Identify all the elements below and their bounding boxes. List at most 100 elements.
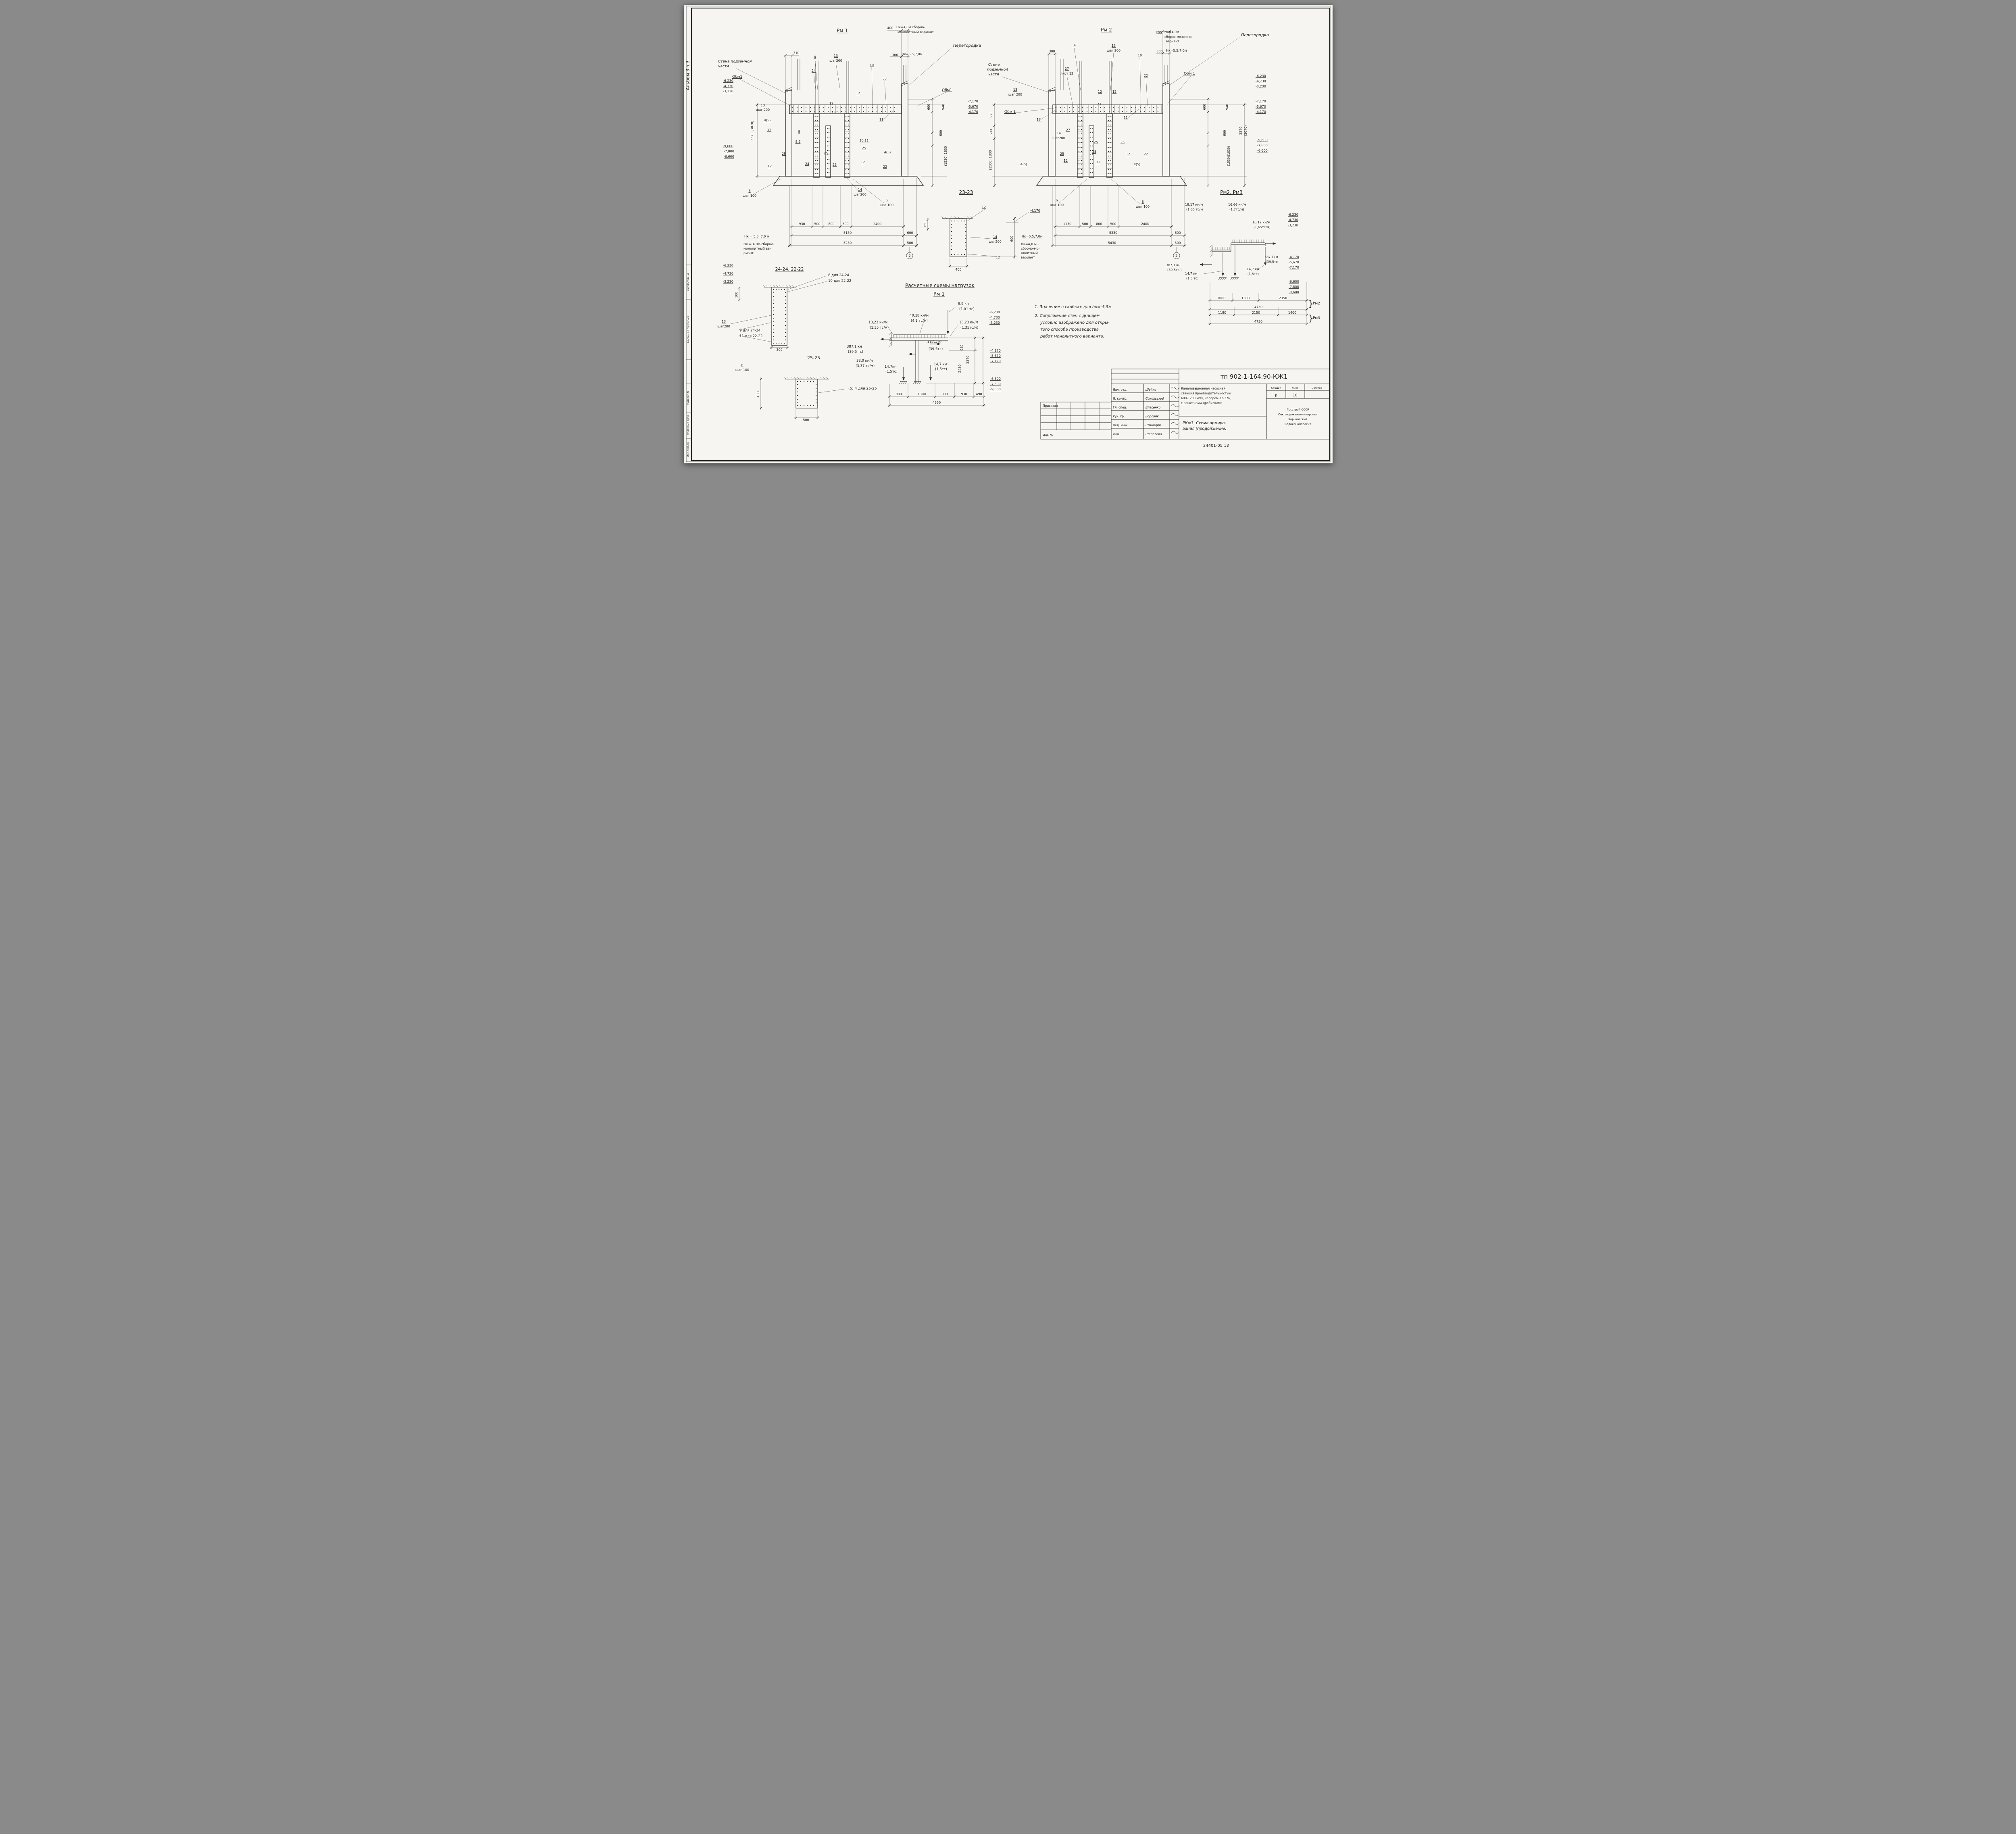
annotation-label: (1530)(1830) bbox=[1227, 146, 1231, 166]
dim-label: 500 bbox=[842, 222, 848, 226]
load-label: (1,35тс/м) bbox=[960, 326, 978, 330]
org-line: Водоканалпроект bbox=[1285, 423, 1311, 426]
elevation-mark: -4,730 bbox=[989, 316, 1000, 319]
annotation-label: 25 bbox=[862, 146, 866, 150]
elevation-mark: -3,230 bbox=[1256, 85, 1266, 88]
annotation-label: Рм2 bbox=[1313, 302, 1320, 306]
org-line: Харьковский bbox=[1288, 418, 1307, 421]
annotation-label: 24 bbox=[811, 69, 815, 73]
project-line: 600-1200 м³/ч, напором 12-27м, bbox=[1181, 396, 1231, 400]
dim-label: 500 bbox=[907, 241, 913, 245]
annotation-label: 940 bbox=[941, 104, 945, 110]
pm2-drawing bbox=[1036, 59, 1187, 186]
annotation-label: сборно-мо- bbox=[1021, 247, 1039, 250]
pm2-pm3-title: Рм2, Рм3 bbox=[1220, 190, 1242, 195]
annotation-label: 25 bbox=[781, 152, 785, 156]
dim-label: 490 bbox=[976, 392, 982, 396]
annotation-label: подземной bbox=[987, 68, 1008, 72]
stena-label: Стена подземной bbox=[718, 60, 752, 64]
annotation-label: 22 bbox=[883, 165, 887, 169]
annotation-label: 12 bbox=[1126, 152, 1130, 156]
annotation-label: 400 bbox=[756, 391, 760, 397]
dim-label: 600 bbox=[1175, 231, 1181, 235]
note-1: 1. Значение в скобках для hк=-5,5м. bbox=[1035, 304, 1113, 309]
annotation-label: 11 bbox=[879, 118, 883, 121]
annotation-label: 25 bbox=[1093, 140, 1098, 144]
elevation-mark: -4,170 bbox=[990, 349, 1001, 352]
annotation-label: 6 bbox=[885, 198, 887, 202]
annotation-label: 940 bbox=[1225, 104, 1229, 110]
annotation-label: } bbox=[1308, 299, 1314, 308]
annotation-label: 13 bbox=[1013, 88, 1017, 92]
annotation-label: Нк=5,5;7,0м bbox=[902, 52, 923, 56]
load-label: (3,37 тс/м) bbox=[856, 364, 875, 368]
annotation-label: (3070) bbox=[1244, 125, 1248, 136]
annotation-label: части bbox=[988, 73, 999, 77]
load-label: (39,5тс bbox=[1266, 260, 1278, 264]
drawing-canvas: тп 902-1-164.90-КЖ1 Нач. отд. Шейко Н. к… bbox=[685, 6, 1330, 462]
elevation-mark: -5,670 bbox=[990, 354, 1001, 358]
annotation-label: Обм 1 bbox=[1184, 72, 1195, 76]
load-label: (1,01 тс) bbox=[959, 307, 975, 311]
annotation-label: Нк = 4,0м-сборно- bbox=[744, 242, 775, 246]
dim-label: 500 bbox=[803, 418, 809, 422]
load-label: 40,18 кн/м bbox=[910, 314, 929, 318]
title-block: тп 902-1-164.90-КЖ1 Нач. отд. Шейко Н. к… bbox=[1040, 369, 1329, 448]
annotation-label: Обм 1 bbox=[1004, 110, 1016, 114]
inv-label: Инв.№ bbox=[1043, 433, 1053, 437]
dim-label: 1300 bbox=[917, 392, 925, 396]
dim-label: 4730 bbox=[1254, 305, 1262, 309]
annotation-label: 27 bbox=[1064, 67, 1068, 71]
load-label: (1,65 тс/м bbox=[1186, 208, 1203, 211]
annotation-label: 11 для 22-22 bbox=[739, 334, 762, 338]
load-label: (39,5 тс) bbox=[848, 350, 863, 354]
elevation-mark: -7,170 bbox=[1256, 100, 1266, 103]
annotation-label: 27 bbox=[1066, 128, 1070, 132]
dim-label: 500 bbox=[1175, 241, 1181, 245]
stamp-signature: Гл.спец.т.о Жуковский bbox=[687, 316, 689, 343]
stamp-vzam-inv: Взам.инв.№ bbox=[687, 391, 689, 406]
annotation-label: нолитный bbox=[1021, 251, 1038, 255]
annotation-label: шаг 100 bbox=[742, 194, 756, 198]
annotation-label: 22 bbox=[882, 77, 886, 81]
annotation-label: 12 bbox=[860, 160, 864, 164]
annotation-label: шаг 200 bbox=[1106, 49, 1120, 52]
annotation-label: 14 bbox=[993, 235, 997, 239]
pm2-title: Рм 2 bbox=[1101, 27, 1112, 33]
pm1-drawing bbox=[773, 59, 924, 186]
annotation-label: 600 bbox=[1010, 236, 1014, 242]
annotation-label: 14 bbox=[858, 188, 862, 192]
annotation-label: шаг 100 bbox=[735, 368, 749, 372]
tb-role: Вед. инж. bbox=[1113, 423, 1129, 427]
annotation-label: 6 bbox=[748, 189, 750, 193]
elevation-mark: -9,600 bbox=[723, 144, 733, 148]
annotation-label: } bbox=[1308, 313, 1314, 323]
circle-mark-2: 2 bbox=[908, 254, 911, 258]
dim-label: 880 bbox=[896, 392, 902, 396]
sheet-title-line: РКж3. Схема армиро- bbox=[1183, 421, 1226, 425]
sheet-frame bbox=[686, 6, 1330, 462]
load-label: (39,5тс ) bbox=[1167, 268, 1182, 272]
annotation-label: 6 bbox=[741, 363, 743, 367]
privyazan-label: Привязан bbox=[1043, 404, 1058, 408]
annotation-label: части bbox=[718, 65, 729, 69]
annotation-label: вариант bbox=[1166, 40, 1179, 43]
elevation-mark: -6,230 bbox=[723, 264, 733, 267]
annotation-label: 23 bbox=[1096, 160, 1100, 164]
load-label: 13,23 кн/м bbox=[868, 321, 887, 325]
dim-label: 930 bbox=[941, 392, 948, 396]
sheets-label: Листов bbox=[1312, 386, 1322, 390]
annotation-label: 13 bbox=[760, 104, 764, 107]
load-label: 9,9 кн bbox=[958, 302, 969, 306]
tb-name: Власенко bbox=[1145, 406, 1161, 409]
annotation-label: 12 bbox=[1063, 159, 1067, 163]
annotation-label: 10 bbox=[1137, 54, 1141, 57]
annotation-label: шаг 100 bbox=[879, 203, 893, 207]
annotation-label: Нк=5,5;7,0м bbox=[1022, 235, 1043, 238]
annotation-label: (1530) 1830 bbox=[944, 146, 948, 166]
elevation-mark: -6,230 bbox=[1288, 213, 1298, 217]
elevation-mark: -9,600 bbox=[990, 388, 1001, 391]
load-label: 387,1 кн bbox=[847, 345, 862, 349]
sheet-label: Лист bbox=[1291, 386, 1298, 390]
elevation-mark: -4,730 bbox=[1256, 79, 1266, 83]
